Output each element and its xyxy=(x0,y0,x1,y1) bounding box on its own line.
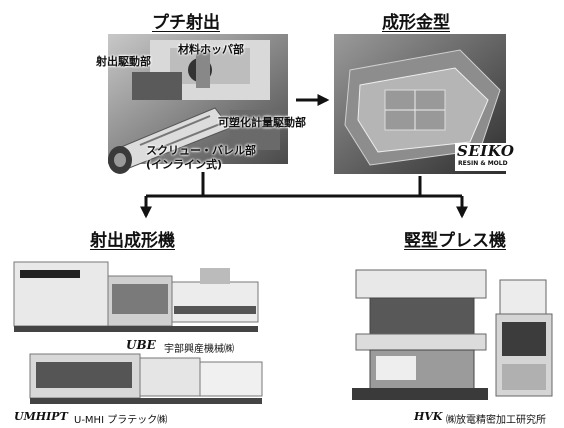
heading-petit-injection: プチ射出 xyxy=(152,13,220,33)
label-material-hopper: 材料ホッパ部 xyxy=(178,43,244,56)
ube-logo: UBE xyxy=(126,338,156,352)
caption-ube-company: 宇部興産機械㈱ xyxy=(164,344,234,355)
mold-photo xyxy=(334,34,506,174)
caption-umhi-company: U-MHI プラテック㈱ xyxy=(74,415,168,426)
heading-injection-machine: 射出成形機 xyxy=(90,231,175,251)
label-screw-inline: (インライン式) xyxy=(146,158,223,171)
ube-machine-photo xyxy=(13,261,259,332)
flow-connectors xyxy=(140,94,468,219)
umhi-machine-photo xyxy=(29,353,263,404)
hvk-logo: HVK xyxy=(414,410,443,423)
label-plasticizing-drive: 可塑化計量駆動部 xyxy=(218,116,306,129)
heading-mold: 成形金型 xyxy=(382,13,450,33)
seiko-logo-sub: RESIN & MOLD xyxy=(458,160,508,167)
umhi-logo: UMHIPT xyxy=(14,410,68,423)
label-injection-drive: 射出駆動部 xyxy=(96,55,151,68)
vertical-press-photo xyxy=(352,269,553,400)
heading-vertical-press: 竪型プレス機 xyxy=(404,231,506,251)
caption-hvk-company: ㈱放電精密加工研究所 xyxy=(446,415,546,426)
label-screw-barrel: スクリュー・バレル部 xyxy=(146,144,256,157)
petit-injection-photo xyxy=(108,34,288,174)
seiko-logo: SEIKO xyxy=(457,142,515,160)
